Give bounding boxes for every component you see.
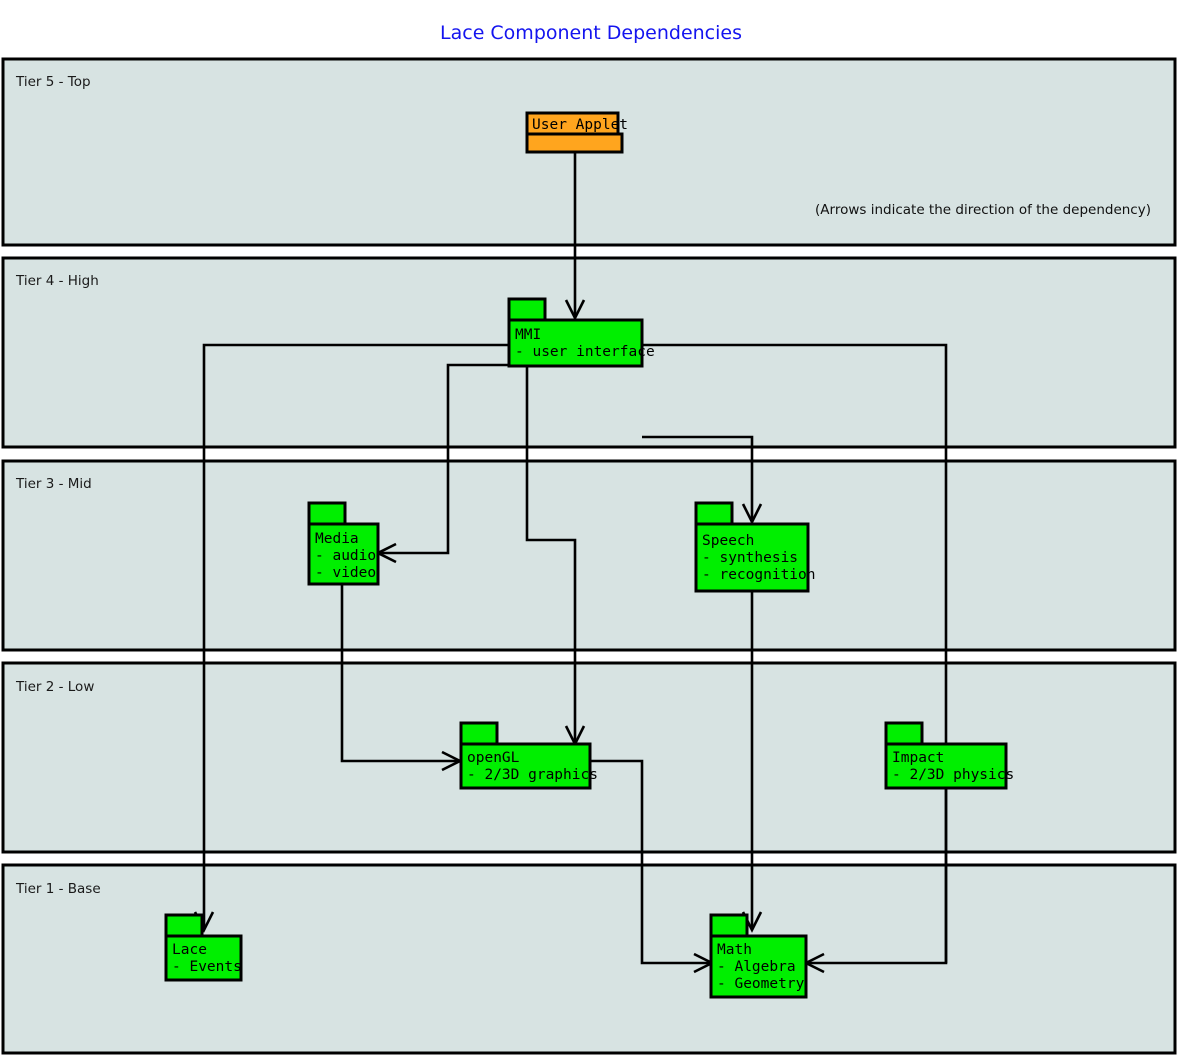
tier-label-tier3: Tier 3 - Mid	[15, 476, 92, 492]
package-speech[interactable]: Speech - synthesis - recognition	[694, 501, 816, 593]
dependency-connectors	[193, 152, 948, 974]
package-speech-name: Speech	[702, 533, 754, 549]
package-impact-name: Impact	[892, 750, 944, 766]
package-math-item-0: - Algebra	[717, 959, 796, 975]
connector-media-to-opengl	[340, 584, 460, 763]
package-user-applet-name: User Applet	[532, 117, 628, 133]
package-media[interactable]: Media - audio - video	[307, 501, 380, 586]
connector-mmi-to-opengl	[525, 366, 577, 744]
package-impact-body	[884, 742, 1008, 790]
package-math-item-1: - Geometry	[717, 976, 805, 992]
package-math-name: Math	[717, 942, 752, 958]
connector-mmi-to-math	[642, 343, 948, 965]
package-lace-item-0: - Events	[172, 959, 242, 975]
package-mmi-body	[507, 318, 644, 368]
connector-mmi-to-speech	[642, 435, 754, 522]
package-opengl-tab	[459, 721, 499, 747]
package-speech-item-0: - synthesis	[702, 550, 798, 566]
package-opengl-body	[459, 742, 592, 790]
package-speech-item-1: - recognition	[702, 567, 816, 583]
package-speech-body	[694, 522, 810, 593]
package-mmi-item-0: - user interface	[515, 344, 655, 360]
package-media-tab	[307, 501, 347, 527]
package-impact-item-0: - 2/3D physics	[892, 767, 1014, 783]
package-media-name: Media	[315, 531, 359, 547]
arrowhead-speech-top	[741, 503, 763, 525]
arrowhead-mmi-top	[564, 299, 586, 321]
package-user-applet[interactable]: User Applet	[525, 111, 628, 154]
package-mmi[interactable]: MMI - user interface	[507, 297, 655, 368]
arrow-direction-note: (Arrows indicate the direction of the de…	[815, 202, 1151, 218]
tier-label-tier5: Tier 5 - Top	[15, 74, 91, 90]
package-mmi-tab	[507, 297, 547, 323]
package-lace-body	[164, 934, 243, 982]
tier-label-tier4: Tier 4 - High	[15, 273, 99, 289]
package-impact[interactable]: Impact - 2/3D physics	[884, 721, 1014, 790]
package-math-body	[709, 934, 808, 999]
package-opengl-item-0: - 2/3D graphics	[467, 767, 598, 783]
package-opengl-name: openGL	[467, 750, 520, 766]
package-speech-tab	[694, 501, 734, 527]
package-lace-tab	[164, 913, 204, 939]
connector-opengl-to-math	[590, 759, 712, 965]
tier-bands	[1, 57, 1177, 1055]
page-title: Lace Component Dependencies	[440, 22, 742, 44]
package-math-tab	[709, 913, 749, 939]
package-media-item-0: - audio	[315, 548, 376, 564]
package-lace[interactable]: Lace - Events	[164, 913, 243, 982]
package-mmi-name: MMI	[515, 327, 541, 343]
connector-mmi-to-media	[378, 363, 509, 555]
package-impact-tab	[884, 721, 924, 747]
package-math[interactable]: Math - Algebra - Geometry	[709, 913, 808, 999]
package-user-applet-body	[525, 132, 624, 154]
package-opengl[interactable]: openGL - 2/3D graphics	[459, 721, 598, 790]
tier-band-tier3	[1, 459, 1177, 652]
tier-label-tier1: Tier 1 - Base	[15, 881, 101, 897]
package-lace-name: Lace	[172, 942, 207, 958]
connector-mmi-to-lace	[202, 343, 509, 930]
package-media-item-1: - video	[315, 565, 376, 581]
package-media-body	[307, 522, 380, 586]
tier-labels: Tier 5 - Top Tier 4 - High Tier 3 - Mid …	[15, 74, 101, 897]
tier-label-tier2: Tier 2 - Low	[15, 679, 94, 695]
